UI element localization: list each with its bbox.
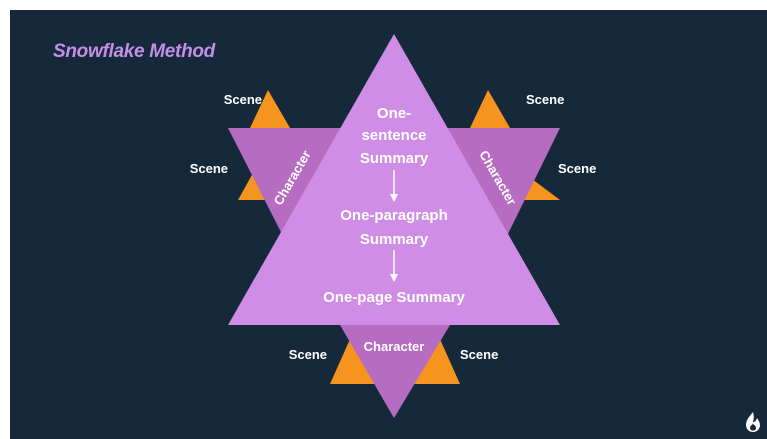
scene-label-bottom-right: Scene — [460, 347, 498, 362]
slide-title: Snowflake Method — [53, 41, 215, 62]
arrow-down-2 — [390, 250, 398, 282]
step1-line1: One- — [377, 105, 411, 122]
character-triangle-right — [440, 128, 560, 240]
flame-logo-icon — [746, 412, 760, 432]
snowflake-diagram: One- sentence Summary One-paragraph Summ… — [190, 34, 596, 418]
scene-triangle-bottom-left — [330, 328, 378, 384]
step2-line1: One-paragraph — [340, 207, 448, 224]
scene-label-bottom-left: Scene — [289, 347, 327, 362]
scene-label-left-bottom: Scene — [190, 161, 228, 176]
scene-triangle-right-top — [470, 90, 510, 128]
step1-line3: Summary — [360, 150, 429, 167]
scene-label-right-bottom: Scene — [558, 161, 596, 176]
scene-label-left-top: Scene — [224, 92, 262, 107]
scene-triangle-bottom-right — [412, 328, 460, 384]
step2-line2: Summary — [360, 231, 429, 248]
slide: Snowflake Method One- sentence Summary O… — [10, 10, 767, 439]
arrow-down-1 — [390, 170, 398, 202]
character-triangle-bottom — [340, 325, 450, 418]
scene-triangle-left-top — [250, 90, 290, 128]
scene-label-right-top: Scene — [526, 92, 564, 107]
character-triangle-left — [228, 128, 350, 240]
character-label-bottom: Character — [364, 339, 425, 354]
step3-label: One-page Summary — [323, 289, 465, 306]
step1-line2: sentence — [361, 127, 426, 144]
